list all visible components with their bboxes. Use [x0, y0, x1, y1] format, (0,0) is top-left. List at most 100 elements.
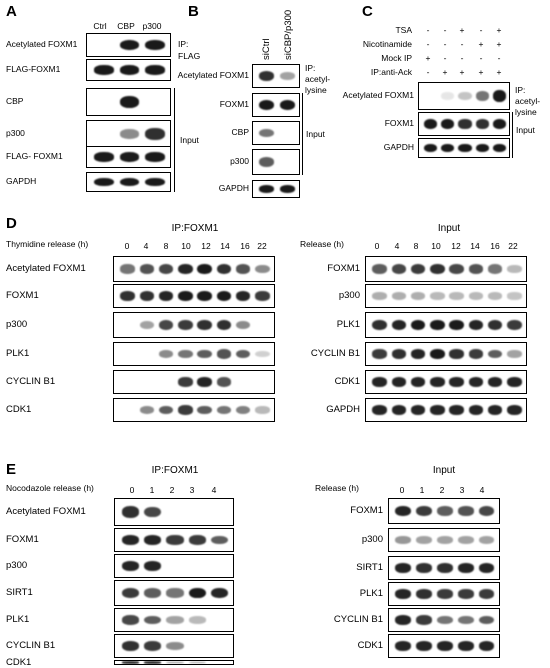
- panel-c-condition-label: Mock IP: [381, 53, 412, 63]
- panel-d-left-band: [139, 291, 155, 301]
- panel-d-left-band: [197, 319, 212, 331]
- panel-b-band: [258, 128, 275, 138]
- panel-e-right-band: [416, 589, 433, 599]
- panel-e-right-row-label: CDK1: [357, 640, 383, 651]
- panel-d-right-band: [507, 405, 522, 415]
- panel-e-left-row-label: p300: [6, 560, 28, 571]
- panel-c-row-label: Acetylated FOXM1: [342, 90, 414, 100]
- panel-b-blot: [252, 180, 300, 198]
- panel-e-right-timepoint: 0: [399, 485, 405, 495]
- panel-e-left-blot: [114, 580, 234, 606]
- panel-e-left-timepoint: 2: [169, 485, 175, 495]
- panel-e-right-blot: [388, 498, 500, 524]
- panel-b-band: [279, 185, 296, 193]
- panel-d-right-band: [410, 292, 426, 300]
- panel-e-left-band: [188, 661, 206, 664]
- panel-b-blot: [252, 64, 300, 88]
- panel-e-right-band: [478, 615, 495, 625]
- panel-a-band: [94, 177, 114, 187]
- panel-c-band: [441, 143, 455, 153]
- panel-e-right-blot: [388, 582, 500, 606]
- panel-d-right-band: [372, 292, 387, 300]
- panel-c-band: [492, 90, 506, 102]
- panel-b-band: [258, 157, 275, 167]
- panel-e-right-row-label: SIRT1: [356, 562, 383, 573]
- panel-d-right-band: [449, 405, 464, 415]
- panel-e-left-band: [166, 535, 184, 545]
- panel-e-right-band: [457, 506, 474, 516]
- panel-d-right-band: [430, 377, 445, 387]
- panel-e-left-band: [144, 535, 162, 545]
- panel-e-left-row-label: PLK1: [6, 614, 30, 625]
- panel-a-blot: [86, 120, 171, 148]
- panel-e-left-band: [121, 661, 139, 664]
- panel-a-input-bracket: [174, 88, 175, 192]
- panel-c-band: [458, 119, 472, 129]
- panel-c-band: [424, 143, 438, 153]
- panel-e-right-band: [395, 615, 412, 625]
- panel-c-band: [458, 143, 472, 153]
- panel-d-left-band: [216, 405, 232, 415]
- panel-d-right-band: [430, 263, 445, 275]
- panel-e-right-timepoint: 2: [439, 485, 445, 495]
- panel-e-right-axis-label: Release (h): [315, 483, 359, 493]
- panel-d-left-band: [158, 349, 174, 359]
- panel-c-condition-value: +: [425, 53, 431, 63]
- panel-d-right-timepoint: 8: [413, 241, 419, 251]
- panel-d-left-band: [235, 349, 251, 359]
- panel-c-condition-value: -: [426, 25, 430, 35]
- panel-d-right-band: [391, 263, 407, 274]
- panel-c-condition-label: IP:anti-Ack: [370, 67, 412, 77]
- panel-d-right-band: [507, 265, 522, 273]
- panel-c-row-label: GAPDH: [383, 142, 414, 152]
- panel-d-left-band: [139, 405, 155, 415]
- panel-d-left-band: [216, 319, 232, 331]
- panel-d-right-band: [372, 349, 387, 359]
- panel-c-condition-value: +: [496, 25, 502, 35]
- panel-d-right-timepoint: 22: [508, 241, 518, 251]
- panel-d-right-band: [449, 377, 464, 387]
- panel-d-right-timepoint: 0: [374, 241, 380, 251]
- panel-d-right-blot: [365, 312, 527, 338]
- panel-a-band: [119, 177, 140, 187]
- panel-e-left-band: [144, 641, 162, 651]
- panel-b-band: [258, 99, 275, 111]
- panel-b-band: [279, 99, 296, 111]
- panel-d-left-timepoint: 16: [240, 241, 250, 251]
- panel-d-right-band: [391, 292, 407, 300]
- panel-b-blot: [252, 93, 300, 117]
- panel-b-band: [258, 185, 275, 193]
- panel-e-right-band: [416, 505, 433, 517]
- panel-d-right-band: [372, 319, 387, 331]
- panel-a-blot: [86, 59, 171, 81]
- panel-e-right-title: Input: [432, 465, 456, 476]
- panel-d-right-row-label: p300: [338, 290, 360, 301]
- panel-letter-c: C: [362, 3, 373, 20]
- panel-d-left-row-label: PLK1: [6, 348, 30, 359]
- panel-d-left-band: [255, 406, 270, 414]
- panel-e-left-row-label: Acetylated FOXM1: [6, 506, 86, 517]
- panel-c-ip-label-2: acetyl-: [515, 96, 541, 106]
- panel-e-left-timepoint: 3: [189, 485, 195, 495]
- panel-c-band: [475, 91, 489, 101]
- panel-c-blot: [418, 82, 510, 110]
- panel-a-row-label: p300: [6, 128, 25, 138]
- panel-e-left-blot: [114, 554, 234, 578]
- panel-d-left-blot: [113, 398, 275, 422]
- panel-a-band: [145, 177, 165, 187]
- panel-e-right-band: [395, 536, 412, 544]
- panel-e-right-blot: [388, 608, 500, 632]
- panel-d-right-band: [468, 319, 484, 331]
- panel-c-row-label: FOXM1: [384, 118, 414, 128]
- panel-d-left-timepoint: 22: [257, 241, 267, 251]
- panel-d-right-band: [410, 319, 426, 331]
- panel-d-left-title: IP:FOXM1: [171, 223, 219, 234]
- panel-e-left-band: [166, 588, 184, 598]
- panel-d-left-band: [158, 263, 174, 274]
- panel-d-right-blot: [365, 398, 527, 422]
- panel-a-blot: [86, 88, 171, 116]
- panel-d-left-band: [235, 264, 251, 274]
- panel-e-left-blot: [114, 528, 234, 552]
- panel-d-right-band: [487, 264, 503, 274]
- panel-e-left-band: [121, 587, 139, 599]
